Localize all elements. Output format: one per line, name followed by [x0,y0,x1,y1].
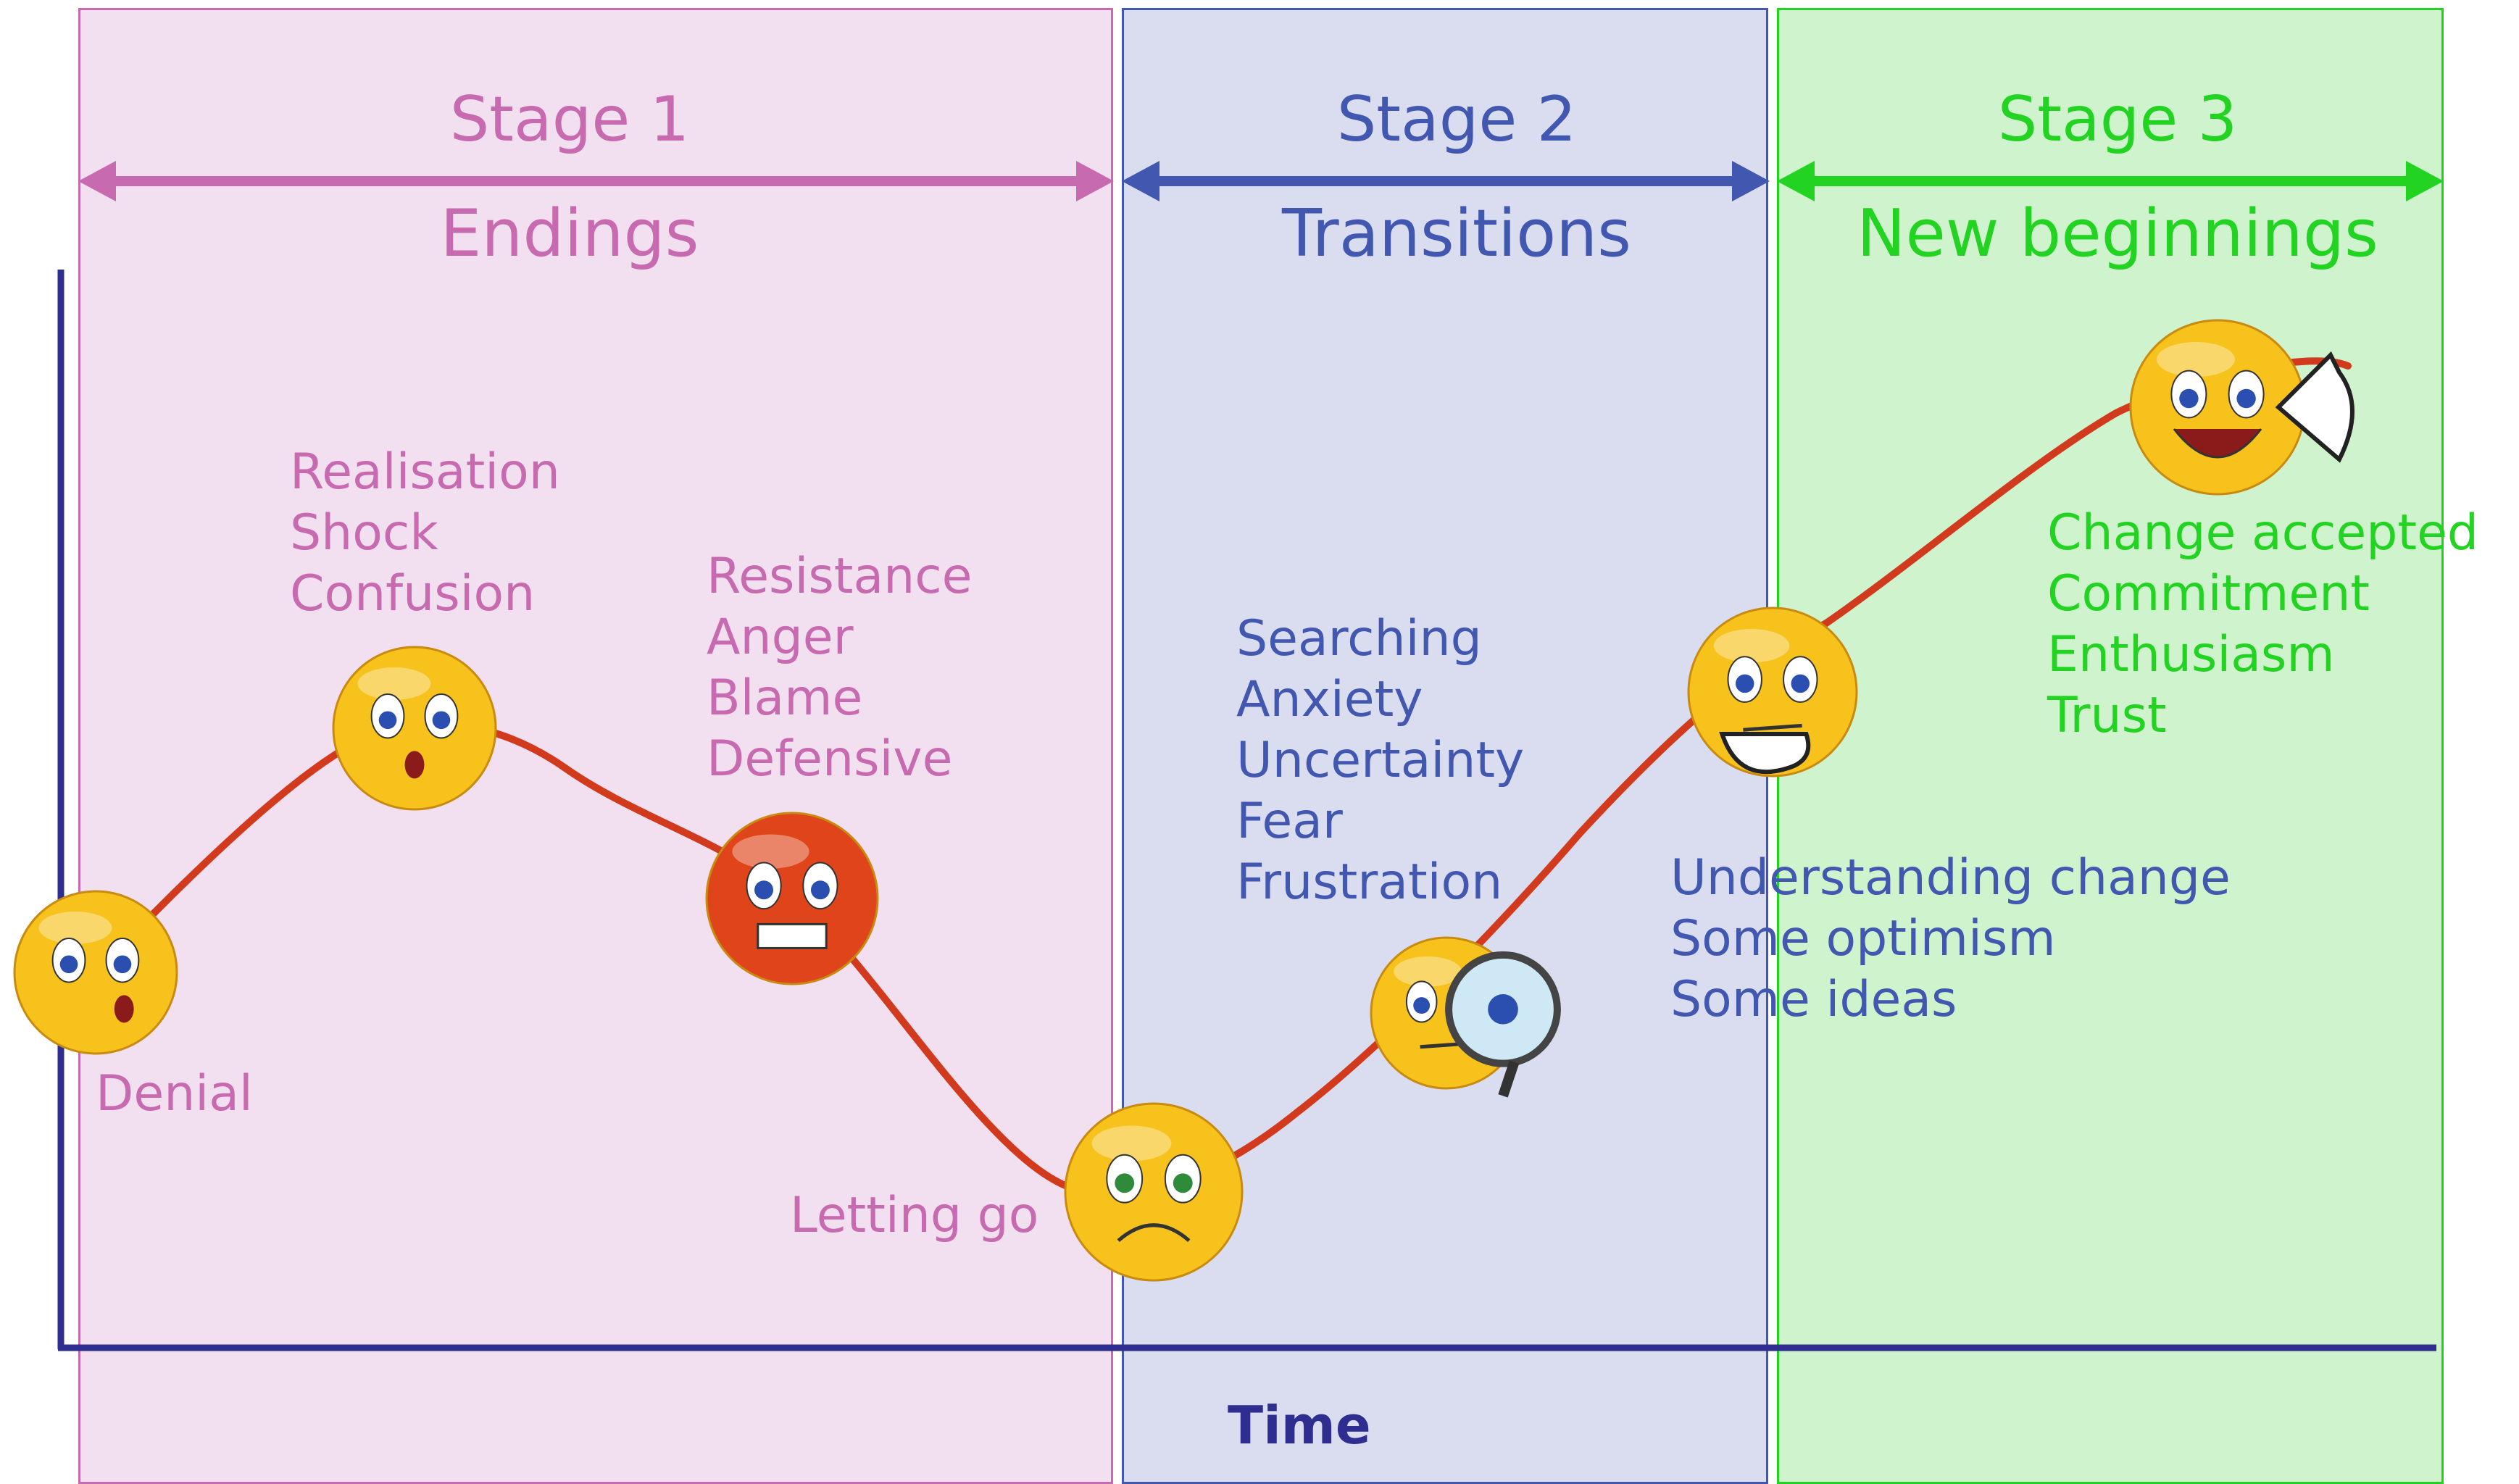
searching-labels: Searching Anxiety Uncertainty Fear Frust… [1236,609,1524,913]
denial-label: Denial [96,1065,253,1122]
stage-1-subtitle: Endings [440,196,699,272]
stage-1-band [78,8,1113,1484]
stage-3-title: Stage 3 [1997,83,2238,156]
sad-face-icon [1064,1102,1244,1282]
stage-2-arrow [1122,161,1770,201]
realisation-line: Realisation [290,443,560,501]
resistance-labels: Resistance Anger Blame Defensive [707,546,972,790]
stage-1-arrow [78,161,1114,201]
stage-3-subtitle: New beginnings [1857,196,2378,272]
stage-arrows [78,161,2444,201]
searching-face-icon [1370,936,1561,1098]
resistance-line: Anger [707,609,854,666]
angry-face-icon [705,812,879,985]
understanding-line: Understanding change [1670,849,2231,906]
searching-line: Frustration [1236,854,1503,911]
resistance-line: Blame [707,670,863,727]
happy-face-icon [2129,319,2354,496]
accepted-line: Enthusiasm [2047,626,2335,683]
searching-line: Anxiety [1236,671,1423,728]
realisation-labels: Realisation Shock Confusion [290,442,560,625]
realisation-line: Confusion [290,565,536,622]
stage-2-subtitle: Transitions [1281,196,1632,272]
shocked-face-icon [332,646,497,811]
letting-go-label: Letting go [790,1187,1039,1244]
axes [57,270,2436,1351]
understanding-line: Some optimism [1670,910,2056,967]
searching-line: Uncertainty [1236,732,1525,789]
accepted-line: Change accepted [2047,504,2479,562]
stage-3-band [1777,8,2444,1484]
understanding-labels: Understanding change Some optimism Some … [1670,848,2231,1030]
denial-face-icon [13,890,178,1055]
stage-2-title: Stage 2 [1336,83,1577,156]
realisation-line: Shock [290,504,438,562]
thinking-face-icon [1687,606,1858,778]
x-axis-label: Time [1228,1395,1371,1456]
accepted-labels: Change accepted Commitment Enthusiasm Tr… [2047,503,2478,746]
stage-1-title: Stage 1 [449,83,690,156]
accepted-line: Trust [2047,687,2167,744]
stage-3-arrow [1777,161,2444,201]
resistance-line: Defensive [707,730,953,788]
accepted-line: Commitment [2047,565,2370,622]
searching-line: Searching [1236,610,1482,667]
resistance-line: Resistance [707,548,973,605]
searching-line: Fear [1236,793,1343,850]
understanding-line: Some ideas [1670,971,1957,1028]
